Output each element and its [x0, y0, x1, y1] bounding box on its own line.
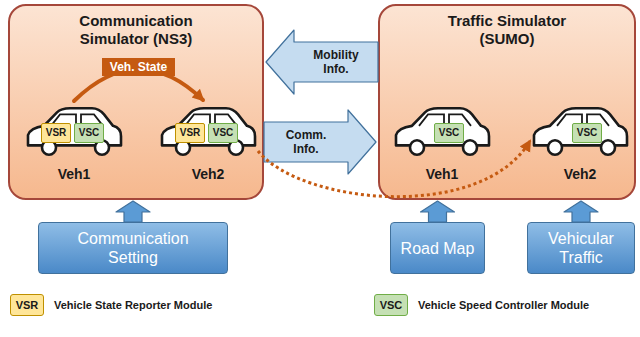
- vehicle: Veh2 VSR VSC: [158, 101, 258, 183]
- input-label: Communication Setting: [58, 229, 208, 267]
- legend-swatch: VSC: [374, 294, 408, 316]
- vehicle: Veh1 VSR VSC: [24, 101, 124, 183]
- vehicle-label: Veh2: [158, 165, 258, 183]
- legend-text: Vehicle State Reporter Module: [54, 298, 212, 312]
- arrow-label: Veh. State: [102, 58, 175, 76]
- simulator-title: Traffic Simulator (SUMO): [427, 12, 587, 48]
- module-box: VSR: [41, 123, 71, 143]
- arrow-label: Comm. Info.: [273, 128, 339, 156]
- arrow-label: Mobility Info.: [303, 48, 369, 76]
- module-label: VSR: [180, 127, 201, 139]
- module-label: VSC: [213, 127, 234, 139]
- module-label: VSR: [46, 127, 67, 139]
- vehicle: Veh1 VSC: [392, 101, 492, 183]
- vehicle-label: Veh2: [530, 165, 630, 183]
- input-arrow: [421, 201, 455, 222]
- input-label: Vehicular Traffic: [534, 229, 629, 267]
- module-box: VSR: [175, 123, 205, 143]
- vehicle: Veh2 VSC: [530, 101, 630, 183]
- input-arrow: [116, 201, 150, 222]
- module-label: VSC: [439, 127, 460, 139]
- vehicle-label: Veh1: [392, 165, 492, 183]
- input-box: Road Map: [390, 222, 485, 274]
- module-label: VSC: [577, 127, 598, 139]
- simulator-title: Communication Simulator (NS3): [51, 12, 221, 48]
- legend-key: VSC: [380, 299, 403, 312]
- legend-swatch: VSR: [10, 294, 44, 316]
- vehicle-label: Veh1: [24, 165, 124, 183]
- data-flow-arrow: [264, 110, 376, 174]
- input-box: Communication Setting: [38, 222, 228, 274]
- module-label: VSC: [79, 127, 100, 139]
- data-flow-arrow: [266, 30, 378, 94]
- input-box: Vehicular Traffic: [527, 222, 635, 274]
- module-box: VSC: [434, 123, 464, 143]
- module-box: VSC: [74, 123, 104, 143]
- legend-key: VSR: [16, 299, 39, 312]
- dotted-arrow: [258, 141, 530, 197]
- input-label: Road Map: [401, 239, 475, 258]
- simulator-box: Traffic Simulator (SUMO) Veh1 VSC Veh2 VSC: [378, 4, 636, 200]
- legend-text: Vehicle Speed Controller Module: [418, 298, 589, 312]
- simulator-box: Communication Simulator (NS3)Veh1VSRVSCV…: [8, 4, 264, 200]
- state-arrow: [74, 69, 203, 101]
- module-box: VSC: [572, 123, 602, 143]
- module-box: VSC: [208, 123, 238, 143]
- input-arrow: [564, 201, 598, 222]
